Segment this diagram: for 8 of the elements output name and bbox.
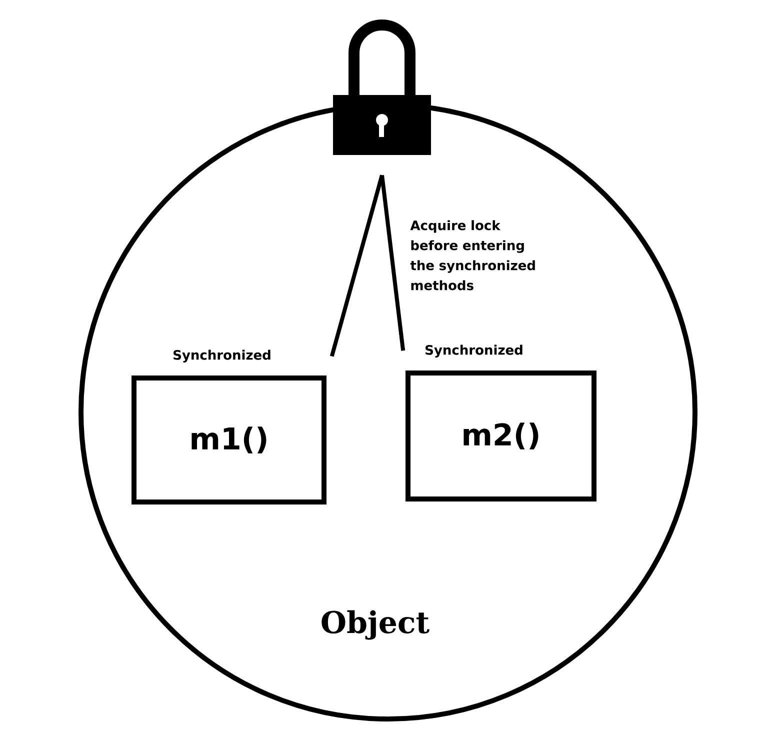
keyword-label: Synchronized: [174, 350, 270, 362]
note-text: Acquire lock before entering the synchronized methods: [410, 220, 535, 290]
connector-line: [380, 174, 406, 351]
connector-line: [330, 174, 384, 357]
keyword-label: Synchronized: [426, 344, 522, 358]
method-box: m1(): [132, 376, 326, 504]
lock-icon: [333, 20, 431, 155]
method-box: m2(): [406, 370, 596, 502]
